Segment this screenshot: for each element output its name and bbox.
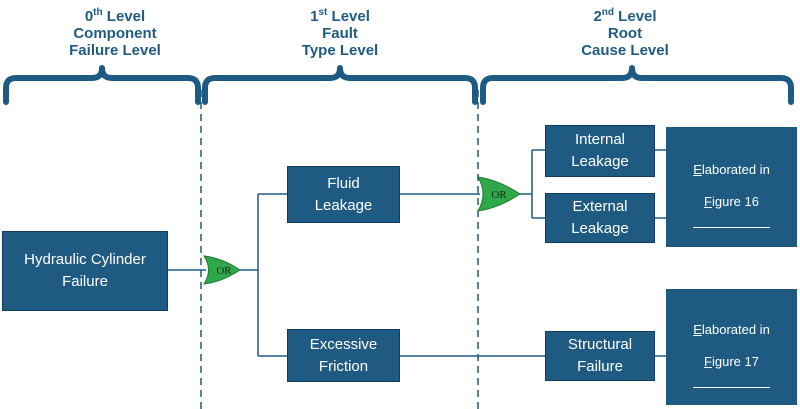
reference-figure-16: Elaborated in Figure 16 xyxy=(666,127,797,247)
node-fluid-leakage-label: Fluid Leakage xyxy=(314,174,373,214)
node-structural-failure-label: Structural Failure xyxy=(567,336,633,375)
or-gate-2: OR xyxy=(477,176,521,212)
node-excessive-friction: Excessive Friction xyxy=(287,329,400,382)
node-excessive-friction-label: Excessive Friction xyxy=(309,335,378,375)
node-fluid-leakage: Fluid Leakage xyxy=(287,166,400,223)
level-2-header: 2nd Level Root Cause Level xyxy=(581,7,669,60)
connector-gate1-children xyxy=(240,193,287,357)
reference-figure-16-text: Elaborated in Figure 16 xyxy=(693,146,770,228)
node-external-leakage-label: External Leakage xyxy=(571,198,629,237)
level-0-header: 0th Level Component Failure Level xyxy=(69,7,161,60)
node-internal-leakage: Internal Leakage xyxy=(545,125,655,177)
level-1-header: 1st Level Fault Type Level xyxy=(301,7,379,60)
reference-figure-17-text: Elaborated in Figure 17 xyxy=(693,306,770,388)
level-1-brace xyxy=(202,65,478,105)
level-0-brace xyxy=(3,65,201,105)
level-2-brace xyxy=(480,65,794,105)
reference-figure-17: Elaborated in Figure 17 xyxy=(666,289,797,405)
node-hydraulic-cylinder-failure: Hydraulic Cylinder Failure xyxy=(2,231,168,311)
node-external-leakage: External Leakage xyxy=(545,193,655,243)
node-internal-leakage-label: Internal Leakage xyxy=(571,131,629,170)
node-structural-failure: Structural Failure xyxy=(545,331,655,381)
or-gate-1-label: OR xyxy=(216,265,232,277)
or-gate-1: OR xyxy=(203,255,241,285)
node-hydraulic-cylinder-failure-label: Hydraulic Cylinder Failure xyxy=(24,251,146,290)
or-gate-2-label: OR xyxy=(491,189,507,201)
connector-gate2-children xyxy=(518,149,545,219)
